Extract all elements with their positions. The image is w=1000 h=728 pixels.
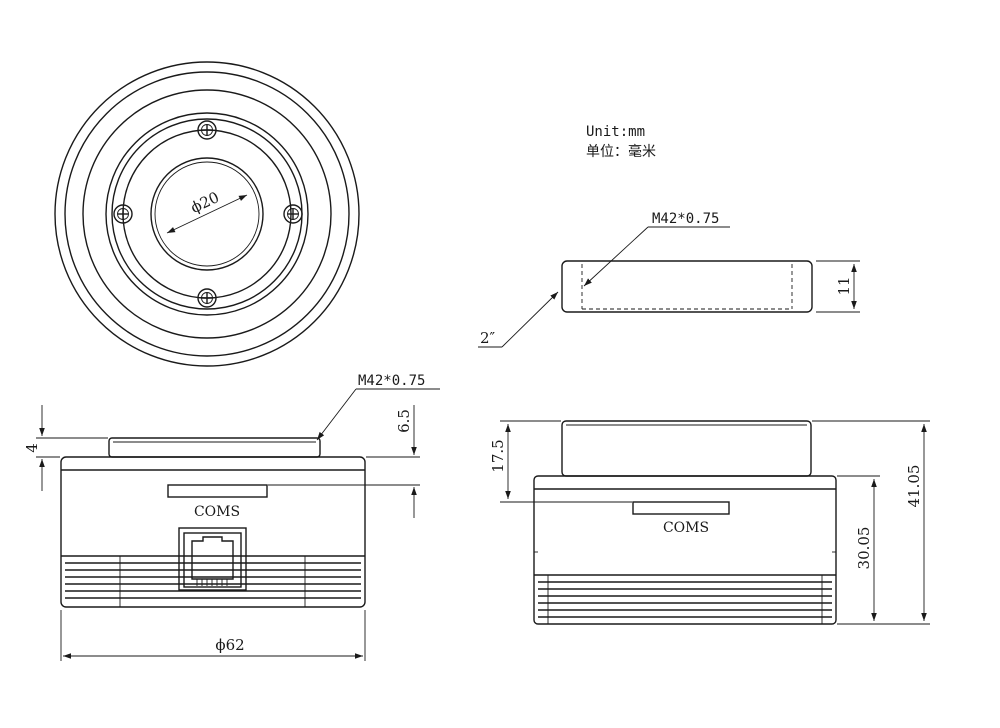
unit-note: Unit:mm 单位：毫米	[586, 124, 656, 160]
side-thread	[561, 420, 812, 477]
side-sensor-label: COMS	[663, 520, 709, 536]
bore-dimension-line	[166, 194, 248, 234]
rj-port	[178, 527, 247, 591]
side-sensor-window	[632, 501, 730, 515]
front-sensor-label: COMS	[194, 504, 240, 520]
screw-bottom	[197, 288, 217, 308]
front-flange	[108, 437, 321, 458]
front-fins	[65, 556, 361, 607]
front-thread-label: M42*0.75	[358, 373, 425, 389]
bore-inner	[154, 161, 260, 267]
adapter-body	[561, 260, 813, 313]
outer-ring-inner	[64, 71, 350, 357]
side-body	[533, 475, 837, 625]
adapter-thread-leader	[583, 226, 649, 287]
bore-dimension-label: ϕ20	[188, 188, 222, 217]
side-thread-height-label: 17.5	[489, 439, 507, 472]
unit-label-cn: 单位：毫米	[586, 143, 656, 160]
screw-left	[113, 204, 133, 224]
front-thread-depth-label: 6.5	[395, 409, 413, 433]
side-total-height-label: 41.05	[905, 465, 923, 508]
top-view: ϕ20	[54, 61, 360, 367]
side-view: COMS 17.5 30.05 41.05	[489, 420, 930, 625]
side-body-height-label: 30.05	[855, 527, 873, 570]
adapter-thread-label: M42*0.75	[652, 211, 719, 227]
outer-ring	[54, 61, 360, 367]
adapter-size-label: 2″	[480, 329, 496, 347]
unit-label-en: Unit:mm	[586, 124, 645, 140]
front-view: COMS M42*0.75 4 6.5	[23, 373, 440, 661]
side-fins	[538, 575, 832, 624]
front-sensor-window	[167, 484, 268, 498]
front-thread-leader	[316, 388, 357, 441]
screw-top	[197, 120, 217, 140]
screw-right	[283, 204, 303, 224]
bore-outer	[150, 157, 264, 271]
adapter-view: M42*0.75 2″ 11	[478, 211, 860, 348]
body-ring	[82, 89, 332, 339]
adapter-size-leader	[501, 291, 559, 348]
front-body	[60, 456, 366, 608]
front-diameter-label: ϕ62	[215, 636, 244, 654]
adapter-height-label: 11	[835, 276, 853, 295]
mount-plate-outer	[105, 112, 309, 316]
front-flange-height-label: 4	[23, 443, 41, 453]
